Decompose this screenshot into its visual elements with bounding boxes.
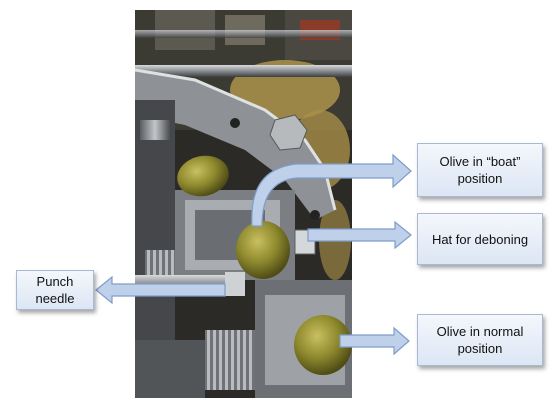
label-olive-normal-text: Olive in normal position <box>436 324 524 356</box>
machine-photo <box>135 10 352 398</box>
label-olive-boat: Olive in “boat” position <box>417 143 543 197</box>
label-hat-deboning: Hat for deboning <box>417 213 543 265</box>
label-hat-deboning-text: Hat for deboning <box>431 231 529 247</box>
label-olive-normal: Olive in normal position <box>417 314 543 366</box>
label-punch-needle-text: Punch needle <box>35 274 75 306</box>
label-olive-boat-text: Olive in “boat” position <box>439 154 521 186</box>
label-punch-needle: Punch needle <box>16 270 94 310</box>
